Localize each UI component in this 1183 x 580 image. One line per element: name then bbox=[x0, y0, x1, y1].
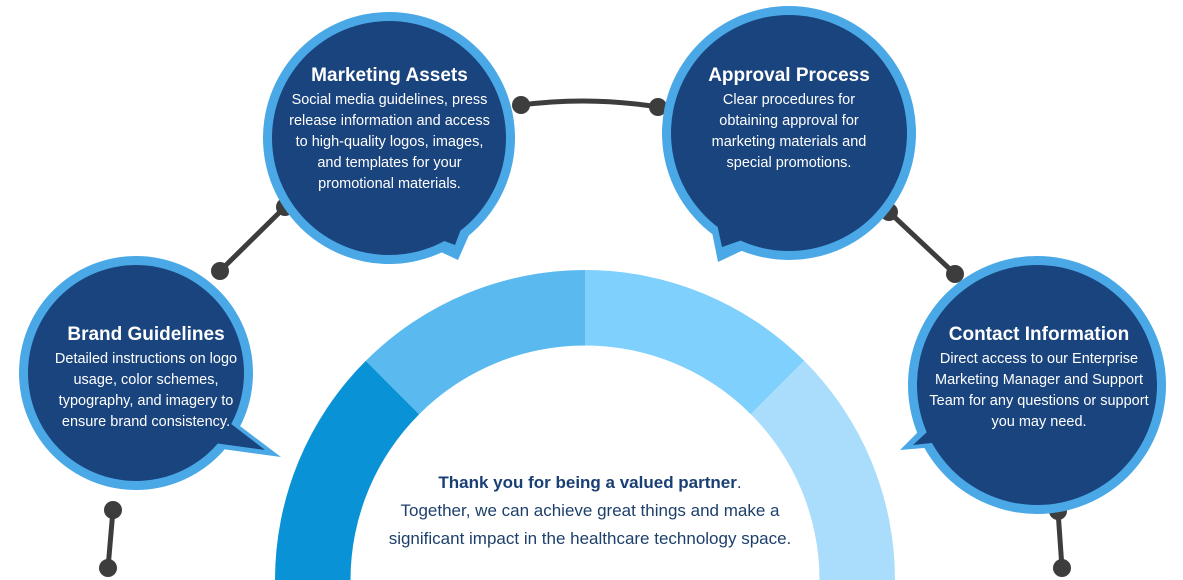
center-body: Together, we can achieve great things an… bbox=[388, 501, 792, 548]
bubble-contact-shape bbox=[900, 256, 1166, 514]
connector-dot bbox=[1053, 559, 1071, 577]
arc-segment-right-lightest bbox=[750, 360, 895, 580]
arc-segment-left-dark bbox=[275, 360, 420, 580]
connector-contact-bottom bbox=[1055, 508, 1065, 571]
center-message: Thank you for being a valued partner. To… bbox=[380, 469, 800, 553]
connector-dot bbox=[649, 98, 667, 116]
connector-dot bbox=[211, 262, 229, 280]
bubble-contact-body: Direct access to our Enterprise Marketin… bbox=[929, 351, 1149, 430]
connectors bbox=[105, 98, 1065, 571]
bubble-brand: Brand Guidelines Detailed instructions o… bbox=[36, 323, 256, 433]
bubble-marketing: Marketing Assets Social media guidelines… bbox=[287, 64, 492, 195]
bubble-brand-title: Brand Guidelines bbox=[67, 324, 225, 345]
bubble-approval-body: Clear procedures for obtaining approval … bbox=[711, 92, 867, 171]
connector-dot bbox=[99, 559, 117, 577]
arc-segment-right-light bbox=[585, 270, 805, 415]
bubble-marketing-shape bbox=[263, 12, 515, 264]
connector-marketing-approval bbox=[518, 98, 661, 110]
connector-brand-marketing bbox=[217, 204, 288, 274]
bubble-approval-title: Approval Process bbox=[708, 65, 870, 86]
center-lead: Thank you for being a valued partner bbox=[438, 473, 737, 492]
bubble-brand-shape bbox=[19, 256, 281, 490]
bubble-approval-shape bbox=[662, 6, 916, 262]
bubble-marketing-title: Marketing Assets bbox=[311, 65, 468, 86]
connector-dot bbox=[512, 96, 530, 114]
arc-segment-left-mid bbox=[365, 270, 585, 415]
center-lead-line: Thank you for being a valued partner. bbox=[380, 469, 800, 497]
connector-dot bbox=[104, 501, 122, 519]
connector-brand-bottom bbox=[105, 507, 116, 571]
connector-approval-contact bbox=[886, 209, 958, 277]
bubble-contact-title: Contact Information bbox=[948, 324, 1130, 345]
center-lead-punct: . bbox=[736, 473, 742, 492]
connector-dot bbox=[946, 265, 964, 283]
bubble-approval: Approval Process Clear procedures for ob… bbox=[697, 64, 881, 174]
bubble-contact: Contact Information Direct access to our… bbox=[927, 323, 1151, 433]
bubble-brand-body: Detailed instructions on logo usage, col… bbox=[54, 351, 238, 430]
bubble-marketing-body: Social media guidelines, press release i… bbox=[289, 92, 490, 192]
